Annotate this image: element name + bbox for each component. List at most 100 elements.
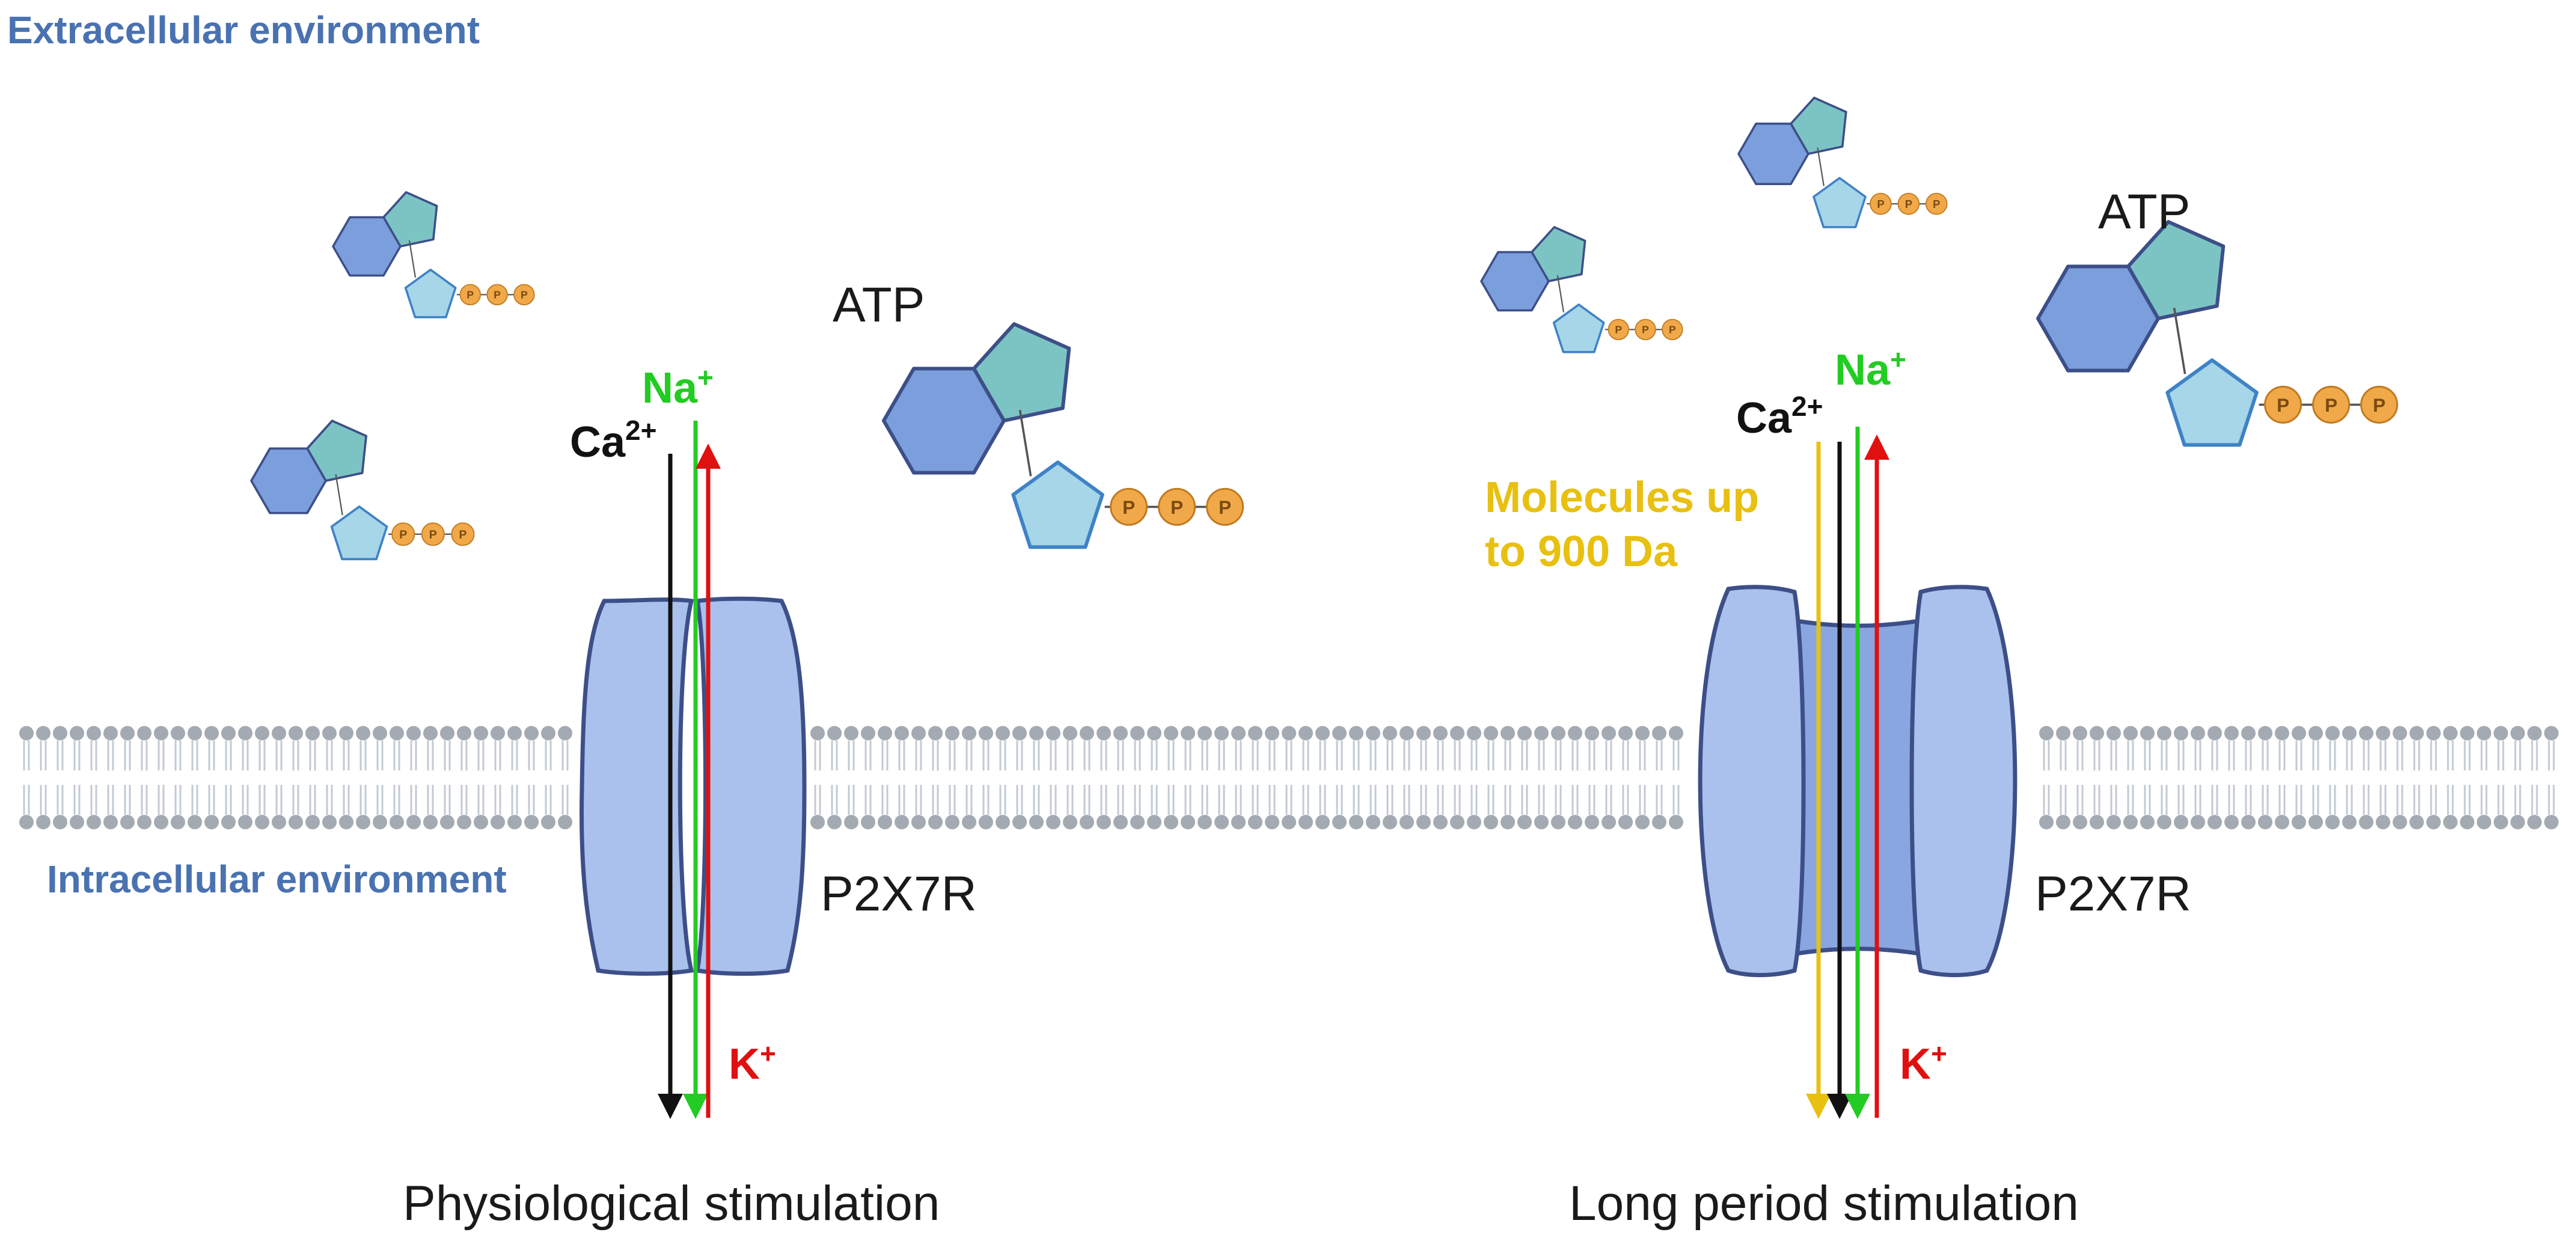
lipid — [491, 726, 505, 829]
lipid — [2106, 726, 2121, 829]
channel-subunit-right — [1909, 585, 2018, 977]
phosphate-label: P — [521, 289, 528, 301]
lipid — [1029, 726, 1044, 829]
cell-membrane — [19, 726, 2559, 829]
lipid — [2123, 726, 2138, 829]
caption-physiological: Physiological stimulation — [403, 1176, 940, 1231]
phosphate-label: P — [429, 528, 437, 541]
lipid — [423, 726, 438, 829]
lipid — [844, 726, 858, 829]
phosphate-label: P — [2373, 394, 2385, 416]
lipid — [558, 726, 572, 829]
lipid — [19, 726, 34, 829]
phosphate-label: P — [1122, 496, 1135, 518]
lipid — [1198, 726, 1212, 829]
lipid — [962, 726, 976, 829]
lipid — [2073, 726, 2087, 829]
lipid — [996, 726, 1010, 829]
lipid — [1433, 726, 1448, 829]
lipid — [1248, 726, 1262, 829]
lipid — [2494, 726, 2508, 829]
lipid — [2056, 726, 2070, 829]
lipid — [53, 726, 67, 829]
lipid — [945, 726, 959, 829]
extracellular-label: Extracellular environment — [7, 8, 480, 52]
lipid — [272, 726, 286, 829]
sodium-label-right: Na+ — [1835, 344, 1906, 394]
lipid — [1214, 726, 1229, 829]
receptor-label-left: P2X7R — [821, 867, 977, 921]
lipid — [1366, 726, 1380, 829]
lipid — [2359, 726, 2373, 829]
lipid — [70, 726, 84, 829]
lipid — [1669, 726, 1683, 829]
phosphate-label: P — [1877, 198, 1884, 210]
lipid — [1113, 726, 1128, 829]
phosphate-label: P — [1615, 324, 1622, 336]
intracellular-label: Intracellular environment — [47, 858, 507, 901]
lipid — [1231, 726, 1246, 829]
lipid — [2207, 726, 2222, 829]
lipid — [1147, 726, 1161, 829]
lipid — [1652, 726, 1666, 829]
p2x7r-channel-dilated — [1698, 585, 2018, 977]
lipid — [2275, 726, 2289, 829]
lipid — [305, 726, 320, 829]
lipid — [1332, 726, 1347, 829]
atp-label-left: ATP — [833, 278, 925, 332]
ion-fluxes-long-period — [1806, 427, 1889, 1119]
lipid — [1383, 726, 1397, 829]
phosphate-label: P — [494, 289, 501, 301]
phosphate-label: P — [1669, 324, 1676, 336]
lipid — [137, 726, 151, 829]
lipid — [2393, 726, 2407, 829]
lipid — [810, 726, 825, 829]
lipid — [390, 726, 404, 829]
channel-subunit-left — [1698, 585, 1806, 977]
lipid — [1315, 726, 1330, 829]
calcium-label-right: Ca2+ — [1736, 391, 1823, 442]
lipid — [1063, 726, 1077, 829]
lipid — [356, 726, 370, 829]
lipid — [2544, 726, 2559, 829]
lipid — [2527, 726, 2542, 829]
phosphate-label: P — [1170, 496, 1183, 518]
lipid — [1282, 726, 1296, 829]
lipid — [1501, 726, 1515, 829]
lipid — [1635, 726, 1650, 829]
lipid — [2342, 726, 2357, 829]
lipid — [1618, 726, 1633, 829]
lipid — [827, 726, 842, 829]
lipid — [1568, 726, 1582, 829]
lipid — [1534, 726, 1549, 829]
lipid — [1602, 726, 1616, 829]
lipid — [2174, 726, 2188, 829]
lipid — [2258, 726, 2272, 829]
lipid — [1046, 726, 1060, 829]
lipid — [2443, 726, 2458, 829]
lipid — [1164, 726, 1178, 829]
lipid — [1299, 726, 1313, 829]
lipid — [255, 726, 269, 829]
lipid — [2224, 726, 2239, 829]
lipid — [171, 726, 185, 829]
lipid — [1349, 726, 1363, 829]
lipid — [1467, 726, 1481, 829]
lipid — [1400, 726, 1414, 829]
lipid — [1265, 726, 1279, 829]
caption-long-period: Long period stimulation — [1569, 1176, 2079, 1231]
lipid — [339, 726, 353, 829]
receptor-label-right: P2X7R — [2035, 867, 2191, 921]
lipid — [1080, 726, 1094, 829]
lipid — [188, 726, 202, 829]
ion-fluxes-physiological — [658, 421, 721, 1119]
lipid — [895, 726, 909, 829]
lipid — [2325, 726, 2340, 829]
lipid — [2140, 726, 2155, 829]
potassium-label-left: K+ — [729, 1038, 776, 1088]
phosphate-label: P — [2277, 394, 2289, 416]
